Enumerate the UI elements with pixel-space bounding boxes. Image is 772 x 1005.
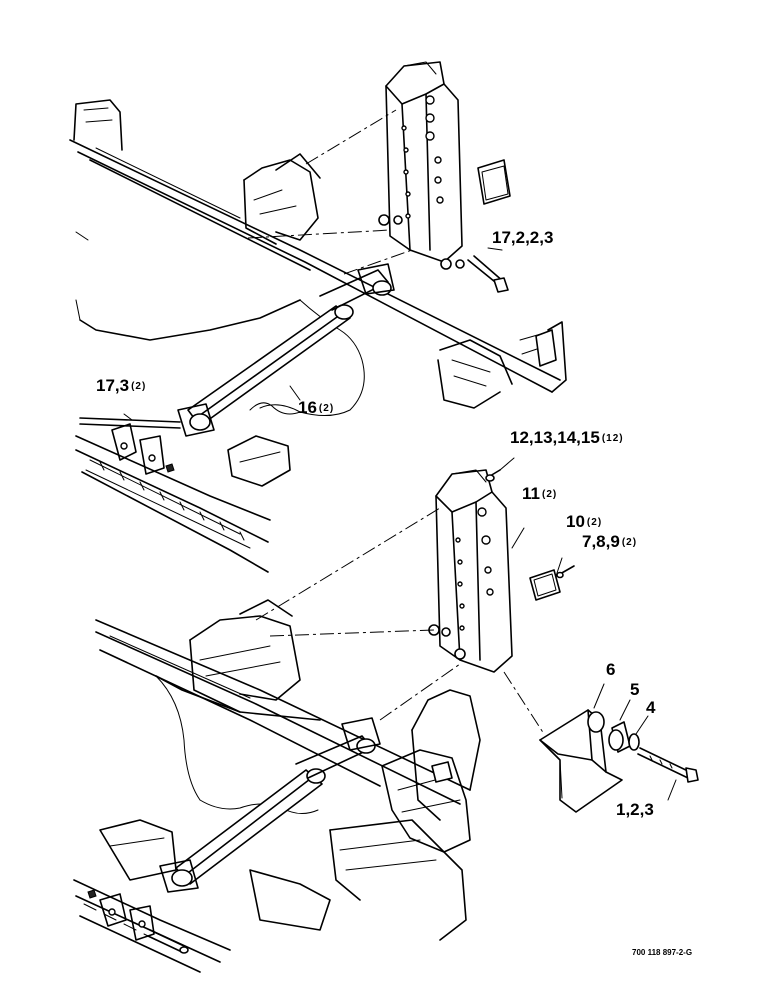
callout-text: 16 [298,398,317,417]
upper-spring-arm [177,263,395,437]
callout-qty: (2) [541,489,558,500]
lower-reflector-part-10 [529,569,561,601]
callout-5: 5 [630,680,641,700]
callout-text: 5 [630,680,640,699]
callout-4: 4 [646,698,657,718]
callout-17-2-2-3: 17,2,2,3 [492,228,555,248]
lower-frame [73,599,481,973]
callout-text: 10 [566,512,585,531]
lower-leader-lines [255,457,677,801]
callout-17-3: 17,3(2) [96,376,146,396]
lower-bracket-part-11 [435,469,513,673]
callout-1-2-3: 1,2,3 [616,800,656,820]
callout-qty: (12) [601,433,624,444]
callout-qty: (2) [131,381,147,392]
callout-qty: (2) [621,537,638,548]
upper-hardware [79,214,509,429]
callout-text: 12,13,14,15 [510,428,600,447]
callout-16: 16(2) [298,398,334,418]
upper-frame [69,99,567,573]
lower-hardware [428,469,699,813]
callout-text: 7,8,9 [582,532,620,551]
upper-bracket-part-11 [385,61,463,263]
callout-text: 17,3 [96,376,130,395]
callout-text: 4 [646,698,656,717]
callout-6: 6 [606,660,617,680]
callout-text: 11 [522,484,540,503]
callout-text: 6 [606,660,616,679]
callout-11: 11(2) [522,484,557,504]
callout-text: 17,2,2,3 [492,228,554,247]
callout-text: 1,2,3 [616,800,654,819]
callout-qty: (2) [318,403,335,414]
callout-7-8-9: 7,8,9(2) [582,532,637,552]
upper-reflector-part-10 [477,159,511,205]
drawing-number: 700 118 897-2-G [632,948,693,957]
upper-leader-lines [123,109,503,421]
callout-10: 10(2) [566,512,602,532]
callout-12-13-14-15: 12,13,14,15(12) [510,428,624,448]
callout-qty: (2) [586,517,603,528]
lower-spring-arm [159,717,381,893]
